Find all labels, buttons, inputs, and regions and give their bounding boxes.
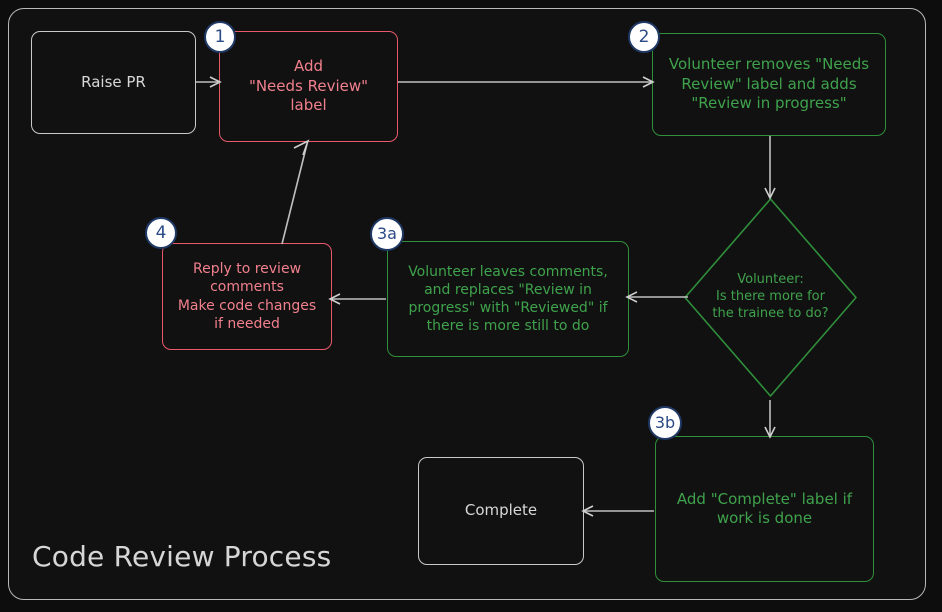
node-volunteer-removes-label[interactable]: Volunteer removes "Needs Review" label a…	[652, 33, 886, 136]
badge-step-1: 1	[204, 21, 236, 53]
node-add-needs-review-line-1: "Needs Review"	[248, 76, 369, 95]
node-reply-line-3: if needed	[214, 315, 280, 332]
node-complete[interactable]: Complete	[418, 457, 584, 565]
node-add-complete-line-1: work is done	[716, 509, 813, 527]
badge-step-4: 4	[145, 217, 177, 249]
node-leaves-comments-line-0: Volunteer leaves comments,	[408, 263, 608, 280]
node-reply-to-review-comments[interactable]: Reply to review comments Make code chang…	[162, 243, 332, 350]
node-reply-line-0: Reply to review	[192, 261, 302, 278]
diagram-title: Code Review Process	[32, 540, 332, 573]
badge-step-2: 2	[628, 21, 660, 53]
node-volunteer-removes-line-2: "Review in progress"	[691, 94, 847, 113]
node-add-needs-review-label[interactable]: Add "Needs Review" label	[219, 31, 398, 142]
node-volunteer-removes-line-0: Volunteer removes "Needs	[668, 55, 870, 74]
node-add-complete-label[interactable]: Add "Complete" label if work is done	[655, 436, 874, 582]
badge-step-3b: 3b	[648, 406, 682, 440]
node-add-complete-line-0: Add "Complete" label if	[676, 489, 853, 508]
node-reply-line-1: comments	[210, 279, 284, 296]
node-leaves-comments-line-3: there is more still to do	[426, 318, 590, 335]
node-add-needs-review-line-0: Add	[293, 57, 324, 76]
diamond-shape	[684, 198, 857, 397]
node-add-needs-review-line-2: label	[290, 96, 327, 115]
node-raise-pr[interactable]: Raise PR	[31, 31, 196, 134]
node-reply-line-2: Make code changes	[177, 297, 317, 314]
node-raise-pr-line-0: Raise PR	[81, 72, 146, 91]
node-leaves-comments-line-1: and replaces "Review in	[424, 281, 592, 298]
node-complete-line-0: Complete	[464, 501, 538, 520]
node-volunteer-leaves-comments[interactable]: Volunteer leaves comments, and replaces …	[387, 241, 629, 357]
node-volunteer-decision[interactable]: Volunteer: Is there more for the trainee…	[682, 196, 859, 399]
node-volunteer-removes-line-1: Review" label and adds	[681, 74, 857, 93]
badge-step-3a: 3a	[370, 217, 404, 251]
node-leaves-comments-line-2: progress" with "Reviewed" if	[408, 300, 608, 316]
